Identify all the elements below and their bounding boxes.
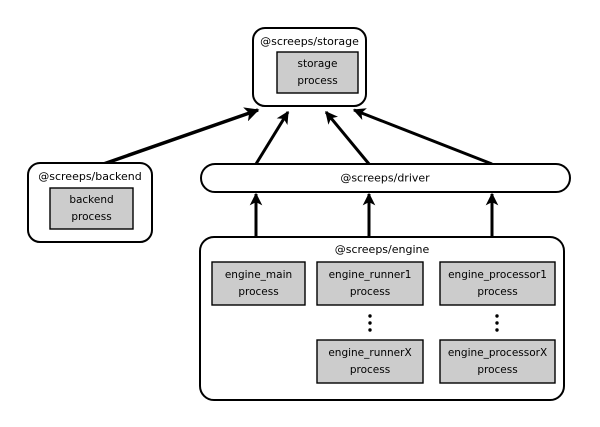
arrow-driver-left-to-storage (254, 110, 290, 165)
process-engine-runner1-label-line1: engine_runner1 (329, 269, 412, 281)
process-engine-processorx-label-line1: engine_processorX (448, 347, 547, 359)
process-storage-label-line1: storage (298, 58, 338, 70)
process-engine-main[interactable]: engine_main process (211, 261, 306, 306)
process-engine-processorx-box[interactable] (439, 339, 556, 384)
arrow-driver-middle-to-storage (324, 111, 371, 165)
process-engine-main-label-line2: process (238, 286, 278, 298)
process-backend-label-line2: process (71, 211, 111, 223)
process-engine-processor1-box[interactable] (439, 261, 556, 306)
process-engine-processor1-label-line2: process (477, 286, 517, 298)
process-engine-runner1[interactable]: engine_runner1 process (316, 261, 424, 306)
process-engine-processor1[interactable]: engine_processor1 process (439, 261, 556, 306)
process-backend-label-line1: backend (69, 194, 113, 206)
package-driver-label: @screeps/driver (340, 172, 430, 185)
arrow-backend-to-storage (91, 107, 260, 170)
vertical-ellipsis-processor-icon (495, 314, 499, 332)
package-engine[interactable]: @screeps/engine engine_main process engi… (199, 236, 565, 401)
process-engine-processorx[interactable]: engine_processorX process (439, 339, 556, 384)
vertical-ellipsis-runner-icon (368, 314, 372, 332)
process-engine-processor1-label-line1: engine_processor1 (448, 269, 547, 281)
process-engine-main-box[interactable] (211, 261, 306, 306)
package-backend[interactable]: @screeps/backend backend process (27, 162, 153, 243)
package-storage[interactable]: @screeps/storage storage process (252, 27, 367, 107)
process-engine-runner1-box[interactable] (316, 261, 424, 306)
process-engine-runnerx-label-line1: engine_runnerX (328, 347, 411, 359)
package-driver-outline (200, 163, 571, 193)
process-engine-runnerx-box[interactable] (316, 339, 424, 384)
process-engine-main-label-line1: engine_main (225, 269, 292, 281)
package-engine-label: @screeps/engine (335, 243, 430, 256)
process-storage-label-line2: process (297, 75, 337, 87)
process-engine-runnerx[interactable]: engine_runnerX process (316, 339, 424, 384)
process-engine-runner1-label-line2: process (350, 286, 390, 298)
package-backend-label: @screeps/backend (38, 170, 142, 183)
process-backend-box[interactable] (49, 187, 134, 230)
driver-to-storage-arrows (254, 108, 493, 166)
process-engine-runnerx-label-line2: process (350, 364, 390, 376)
engine-to-driver-arrows (249, 192, 499, 237)
arrow-driver-right-to-storage (352, 108, 493, 166)
package-storage-label: @screeps/storage (260, 35, 359, 48)
process-engine-processorx-label-line2: process (477, 364, 517, 376)
process-storage-box[interactable] (276, 51, 359, 94)
package-driver[interactable]: @screeps/driver (200, 163, 571, 193)
